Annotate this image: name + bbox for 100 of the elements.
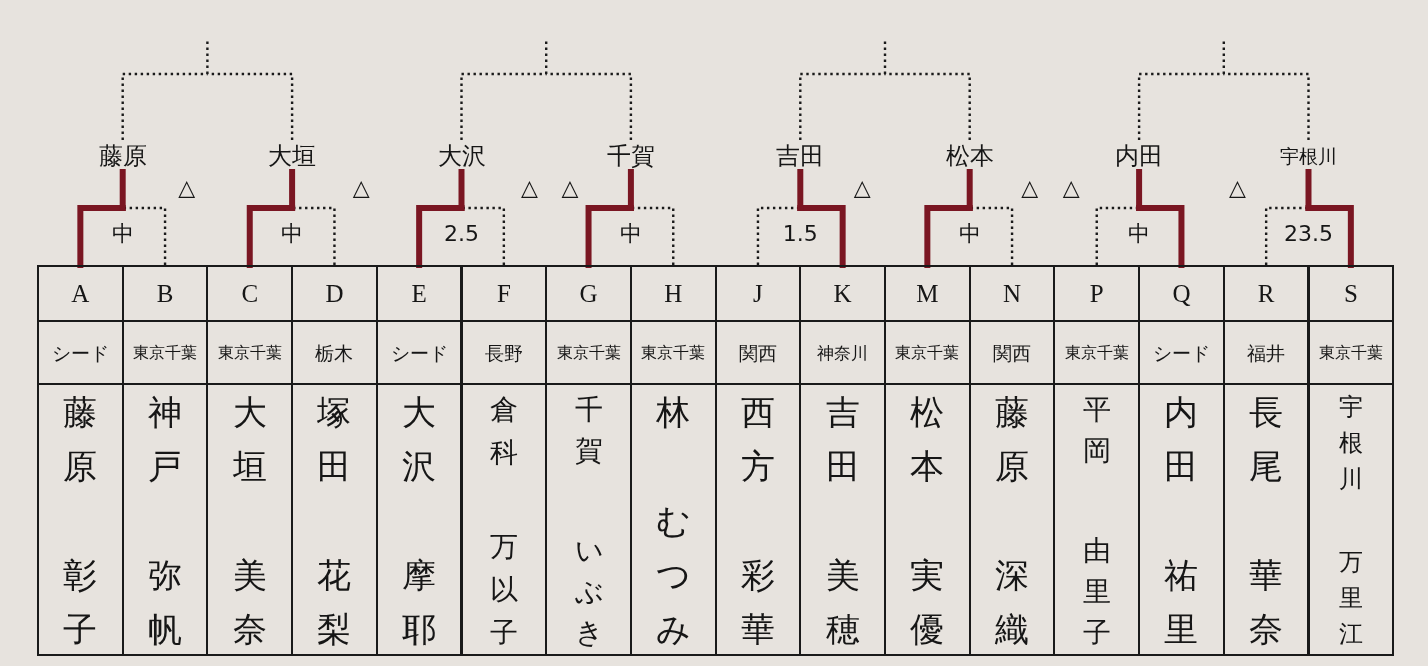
column-letter: C [241,280,259,308]
player-given-name: むつみ [656,500,691,651]
bracket-line [966,169,973,211]
column-letter: H [664,280,683,308]
player-column [291,265,378,656]
match-label: 2.5 [444,221,479,247]
player-given-name: 美奈 [232,554,267,651]
winner-name: 大垣 [268,140,317,172]
bracket-line [1264,206,1309,265]
player-column [1222,265,1310,656]
column-letter: K [833,280,852,308]
region-name: 東京千葉 [133,342,198,364]
player-given-name: 花梨 [317,554,352,651]
player-given-name: 実優 [910,554,945,651]
match-label: 中 [1128,221,1151,247]
player-given-name: 弥帆 [148,554,183,651]
region-name: 栃木 [315,342,354,364]
winner-name: 大沢 [437,140,486,172]
region-name: 関西 [993,342,1032,364]
winner-name: 吉田 [776,140,825,172]
player-surname: 千賀 [574,391,603,469]
player-column [799,265,886,656]
region-name: 東京千葉 [895,342,960,364]
player-column [884,265,971,656]
player-surname: 神戸 [148,391,183,488]
region-name: 東京千葉 [1064,342,1129,364]
match-label: 中 [619,221,642,247]
column-letter: A [71,280,90,308]
triangle-mark: △ [521,175,538,201]
winner-name: 宇根川 [1280,140,1337,172]
winner-name: 藤原 [98,140,147,172]
triangle-mark: △ [853,175,871,201]
player-surname: 藤原 [63,391,98,488]
bracket-line [797,169,804,211]
column-letter: R [1257,280,1275,308]
match-label: 中 [281,221,304,247]
player-column [1053,265,1141,656]
bracket-line [885,72,971,140]
column-letter: D [325,280,344,308]
player-column [1307,265,1395,656]
region-name: 東京千葉 [217,342,282,364]
bracket-line [119,169,126,211]
column-letter: E [411,280,427,308]
match-label: 中 [111,221,134,247]
triangle-mark: △ [1021,175,1039,201]
bracket-line [799,72,885,140]
player-column [460,265,548,656]
bracket-line [458,169,465,211]
player-surname: 大沢 [402,391,437,488]
player-surname: 倉科 [489,391,518,471]
player-surname: 宇根川 [1338,392,1363,495]
match-label: 23.5 [1284,221,1333,247]
player-given-name: 万里江 [1338,547,1363,650]
region-name: シード [390,342,448,364]
player-given-name: 由里子 [1082,532,1111,651]
region-name: 福井 [1247,342,1286,364]
region-name: 東京千葉 [556,342,621,364]
region-name: 東京千葉 [641,342,706,364]
player-column [545,265,632,656]
region-name: 関西 [738,342,777,364]
player-surname: 西方 [740,391,775,488]
match-label: 中 [958,221,981,247]
player-surname: 藤原 [995,391,1030,488]
winner-name: 内田 [1115,140,1164,172]
bracket-line [289,169,296,211]
player-surname: 長尾 [1249,391,1284,488]
player-given-name: 万以子 [489,528,518,651]
player-column [1138,265,1225,656]
triangle-mark: △ [178,175,196,201]
column-letter: G [579,280,598,308]
column-letter: Q [1172,280,1191,308]
player-given-name: 華奈 [1249,554,1284,651]
column-letter: B [156,280,174,308]
player-surname: 平岡 [1082,391,1111,469]
player-given-name: 祐里 [1164,554,1199,651]
bracket-line [546,72,633,140]
bracket-line [1305,169,1312,211]
match-label: 1.5 [782,221,818,247]
bracket-line [1136,169,1143,211]
bracket-line [1223,72,1310,140]
player-column [629,265,717,656]
column-letter: J [753,280,763,308]
column-letter: N [1003,280,1022,308]
winner-name: 千賀 [606,140,655,172]
bracket-line [627,169,634,211]
region-name: 東京千葉 [1318,342,1383,364]
region-name: 神奈川 [817,342,869,364]
player-column [968,265,1056,656]
player-given-name: 深織 [995,554,1030,651]
bracket-line [207,72,294,140]
player-given-name: いぶき [574,532,603,651]
column-letter: P [1089,280,1104,308]
player-column [714,265,802,656]
winner-name: 松本 [945,140,994,172]
player-given-name: 彩華 [740,554,775,651]
region-name: 長野 [484,342,523,364]
player-surname: 塚田 [317,391,352,488]
player-given-name: 美穂 [825,554,860,651]
player-surname: 大垣 [232,391,267,488]
column-letter: F [496,280,511,308]
